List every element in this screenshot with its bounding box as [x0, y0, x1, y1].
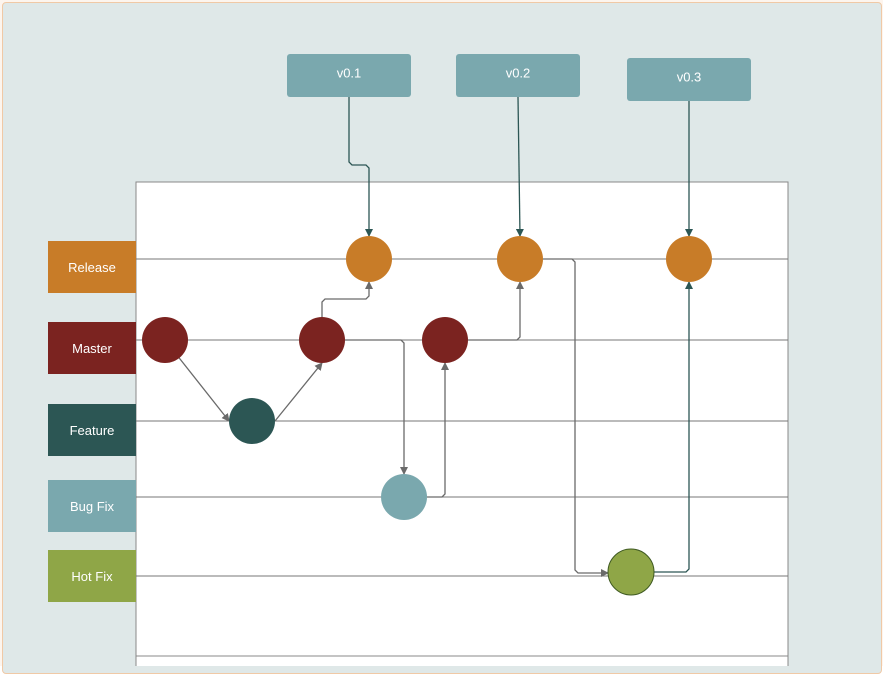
commit-r3 — [666, 236, 712, 282]
lane-label-box — [48, 404, 136, 456]
commit-m3 — [422, 317, 468, 363]
lane-label-text: Release — [68, 260, 116, 275]
lane-label-release: Release — [48, 241, 136, 293]
version-tags: v0.1 v0.2 v0.3 — [287, 54, 751, 101]
lane-label-bugfix: Bug Fix — [48, 480, 136, 532]
commits — [142, 236, 712, 596]
lane-label-feature: Feature — [48, 404, 136, 456]
tag-v01: v0.1 — [287, 54, 411, 97]
edge-m3-r2 — [468, 281, 524, 341]
edge-v02-r2 — [515, 96, 524, 237]
commit-r1 — [346, 236, 392, 282]
edge-m2-r1 — [321, 281, 373, 317]
commit-r2 — [497, 236, 543, 282]
commit-b1 — [381, 474, 427, 520]
commit-h1 — [607, 548, 655, 596]
tag-v02: v0.2 — [456, 54, 580, 97]
edge-v01-r1 — [348, 97, 373, 237]
commit-m2 — [299, 317, 345, 363]
lane-label-hotfix: Hot Fix — [48, 550, 136, 602]
lane-label-box — [48, 322, 136, 374]
tag-box — [627, 58, 751, 101]
edge-b1-m3 — [427, 362, 449, 498]
lane-label-box — [48, 550, 136, 602]
tag-label: v0.1 — [337, 66, 362, 81]
lane-label-text: Hot Fix — [71, 569, 113, 584]
edge-h1-r3 — [654, 281, 693, 573]
edge-r2-h1 — [543, 258, 609, 577]
tag-label: v0.2 — [506, 66, 531, 81]
tag-box — [456, 54, 580, 97]
lane-label-box — [48, 480, 136, 532]
commit-f1 — [229, 398, 275, 444]
tag-label: v0.3 — [677, 70, 702, 85]
lane-label-text: Bug Fix — [70, 499, 115, 514]
edge-m2-b1 — [345, 339, 408, 475]
lane-label-master: Master — [48, 322, 136, 374]
tag-v03: v0.3 — [627, 58, 751, 101]
tag-box — [287, 54, 411, 97]
lane-label-box — [48, 241, 136, 293]
lane-label-text: Feature — [70, 423, 115, 438]
commit-m1 — [142, 317, 188, 363]
lane-label-text: Master — [72, 341, 112, 356]
edge-f1-m2 — [274, 362, 323, 422]
